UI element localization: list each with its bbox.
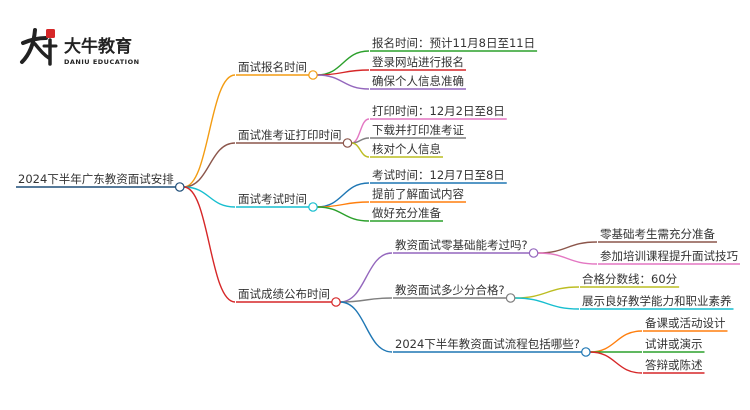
leaf-connector-2-2 — [589, 351, 643, 374]
root-node-toggle[interactable] — [174, 182, 185, 192]
leaf-connector-2-0 — [316, 182, 370, 208]
leaf-connector-2-0 — [589, 330, 643, 353]
sub-node-1-toggle[interactable] — [505, 293, 516, 303]
leaf-connector-0-1 — [537, 252, 598, 265]
leaf-node-0-1: 登录网站进行报名 — [372, 55, 464, 69]
leaf-connector-1-2 — [351, 142, 370, 158]
branch-node-1: 面试准考证打印时间 — [238, 128, 342, 142]
leaf-node-2-0: 考试时间：12月7日至8日 — [372, 168, 505, 182]
leaf-node-2-1: 提前了解面试内容 — [372, 187, 464, 201]
leaf-connector-1-1 — [514, 297, 580, 310]
sub-node-2-toggle[interactable] — [581, 347, 591, 357]
branch-node-1-toggle[interactable] — [342, 138, 353, 148]
sub-connector-0 — [339, 252, 393, 303]
leaf-node-0-2: 确保个人信息准确 — [372, 74, 464, 88]
leaf-node-3-1-0: 合格分数线：60分 — [582, 272, 678, 286]
leaf-node-2-2: 做好充分准备 — [372, 206, 441, 220]
brand-logo: 大牛教育 DANIU EDUCATION — [20, 28, 140, 66]
leaf-connector-1-1 — [351, 137, 370, 144]
root-node: 2024下半年广东教资面试安排 — [18, 172, 174, 186]
mindmap-nodes: 2024下半年广东教资面试安排 面试报名时间 报名时间：预计11月8日至11日登录网… — [16, 36, 740, 374]
brand-name-cn: 大牛教育 — [64, 36, 132, 57]
branch-node-2: 面试考试时间 — [238, 192, 307, 206]
leaf-connector-2-2 — [316, 206, 370, 222]
mindmap-connectors — [179, 50, 643, 374]
leaf-node-3-0-0: 零基础考生需充分准备 — [600, 227, 715, 241]
branch-node-0-toggle[interactable] — [308, 70, 318, 80]
branch-connector-2 — [183, 186, 236, 208]
leaf-node-3-2-2: 答辩或陈述 — [645, 358, 703, 372]
branch-connector-1 — [183, 142, 236, 188]
leaf-node-3-0-1: 参加培训课程提升面试技巧 — [600, 249, 738, 263]
leaf-connector-0-1 — [316, 69, 370, 76]
branch-node-3-toggle[interactable] — [331, 297, 341, 307]
sub-connector-2 — [339, 301, 393, 353]
leaf-node-3-2-1: 试讲或演示 — [645, 337, 703, 351]
logo-mark-icon — [20, 28, 58, 66]
sub-node-0: 教资面试零基础能考过吗? — [395, 238, 528, 252]
leaf-connector-1-0 — [351, 118, 370, 144]
leaf-node-1-0: 打印时间：12月2日至8日 — [372, 104, 505, 118]
leaf-connector-1-0 — [514, 286, 580, 299]
leaf-connector-0-0 — [537, 241, 598, 254]
leaf-node-0-0: 报名时间：预计11月8日至11日 — [372, 36, 535, 50]
leaf-node-3-1-1: 展示良好教学能力和职业素养 — [582, 294, 732, 308]
leaf-connector-0-0 — [316, 50, 370, 76]
branch-connector-3 — [183, 186, 236, 303]
branch-connector-0 — [183, 74, 236, 188]
branch-node-0: 面试报名时间 — [238, 60, 307, 74]
leaf-connector-0-2 — [316, 74, 370, 90]
sub-node-2: 2024下半年教资面试流程包括哪些? — [395, 337, 580, 351]
leaf-node-1-2: 核对个人信息 — [372, 142, 441, 156]
leaf-connector-2-1 — [316, 201, 370, 208]
branch-node-3: 面试成绩公布时间 — [238, 287, 330, 301]
leaf-node-3-2-0: 备课或活动设计 — [645, 316, 726, 330]
sub-node-1: 教资面试多少分合格? — [395, 283, 505, 297]
branch-node-2-toggle[interactable] — [308, 202, 318, 212]
sub-connector-1 — [339, 297, 393, 303]
leaf-node-1-1: 下载并打印准考证 — [372, 123, 464, 137]
sub-node-0-toggle[interactable] — [528, 248, 539, 258]
brand-name-en: DANIU EDUCATION — [64, 58, 140, 66]
